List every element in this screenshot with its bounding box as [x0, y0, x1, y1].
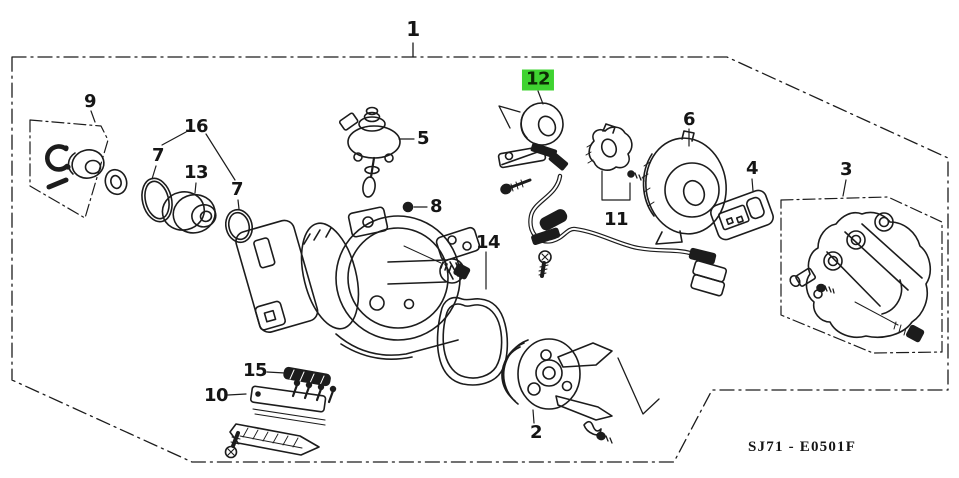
callout-10[interactable]: 10 — [203, 385, 229, 406]
callout-9[interactable]: 9 — [83, 91, 97, 112]
part-2-rotor — [501, 338, 660, 444]
callout-7-left[interactable]: 7 — [151, 145, 165, 166]
callout-1[interactable]: 1 — [406, 17, 420, 41]
callout-13[interactable]: 13 — [183, 162, 209, 183]
part-4-connector — [710, 178, 774, 241]
part-16-seal-kit — [141, 131, 254, 244]
part-8-nut — [402, 201, 428, 213]
callout-6[interactable]: 6 — [682, 109, 696, 130]
part-3-cap — [780, 179, 943, 354]
part-5-vacuum-unit — [338, 106, 415, 198]
distributor-housing — [235, 206, 481, 360]
callout-2[interactable]: 2 — [529, 422, 543, 443]
snap-ring — [45, 144, 70, 172]
part-11-clamp — [585, 123, 645, 201]
part-14-gasket — [436, 251, 509, 386]
callout-4[interactable]: 4 — [745, 158, 759, 179]
callout-15[interactable]: 15 — [242, 360, 268, 381]
part-15-strip — [266, 366, 331, 387]
callout-14[interactable]: 14 — [475, 232, 501, 253]
o-ring-left — [141, 177, 173, 223]
diagram-code: SJ71 - E0501F — [748, 439, 857, 455]
callout-12-highlighted[interactable]: 12 — [521, 69, 555, 91]
assembly-boundary — [11, 42, 949, 463]
callout-8[interactable]: 8 — [429, 196, 443, 217]
washer — [104, 168, 128, 196]
callout-7-right[interactable]: 7 — [230, 179, 244, 200]
part-12-pickup-harness — [497, 90, 728, 297]
bearing — [161, 191, 217, 234]
callout-16[interactable]: 16 — [183, 116, 209, 137]
callout-3[interactable]: 3 — [839, 159, 853, 180]
coupling — [71, 149, 105, 179]
harness-connector — [690, 260, 728, 297]
callout-11[interactable]: 11 — [603, 209, 629, 230]
pin — [46, 177, 69, 190]
part-6-cover — [641, 128, 727, 245]
part-10-plate — [224, 379, 337, 459]
callout-5[interactable]: 5 — [416, 128, 430, 149]
o-ring-right — [224, 208, 254, 244]
part-9-coupling-set — [29, 110, 128, 219]
